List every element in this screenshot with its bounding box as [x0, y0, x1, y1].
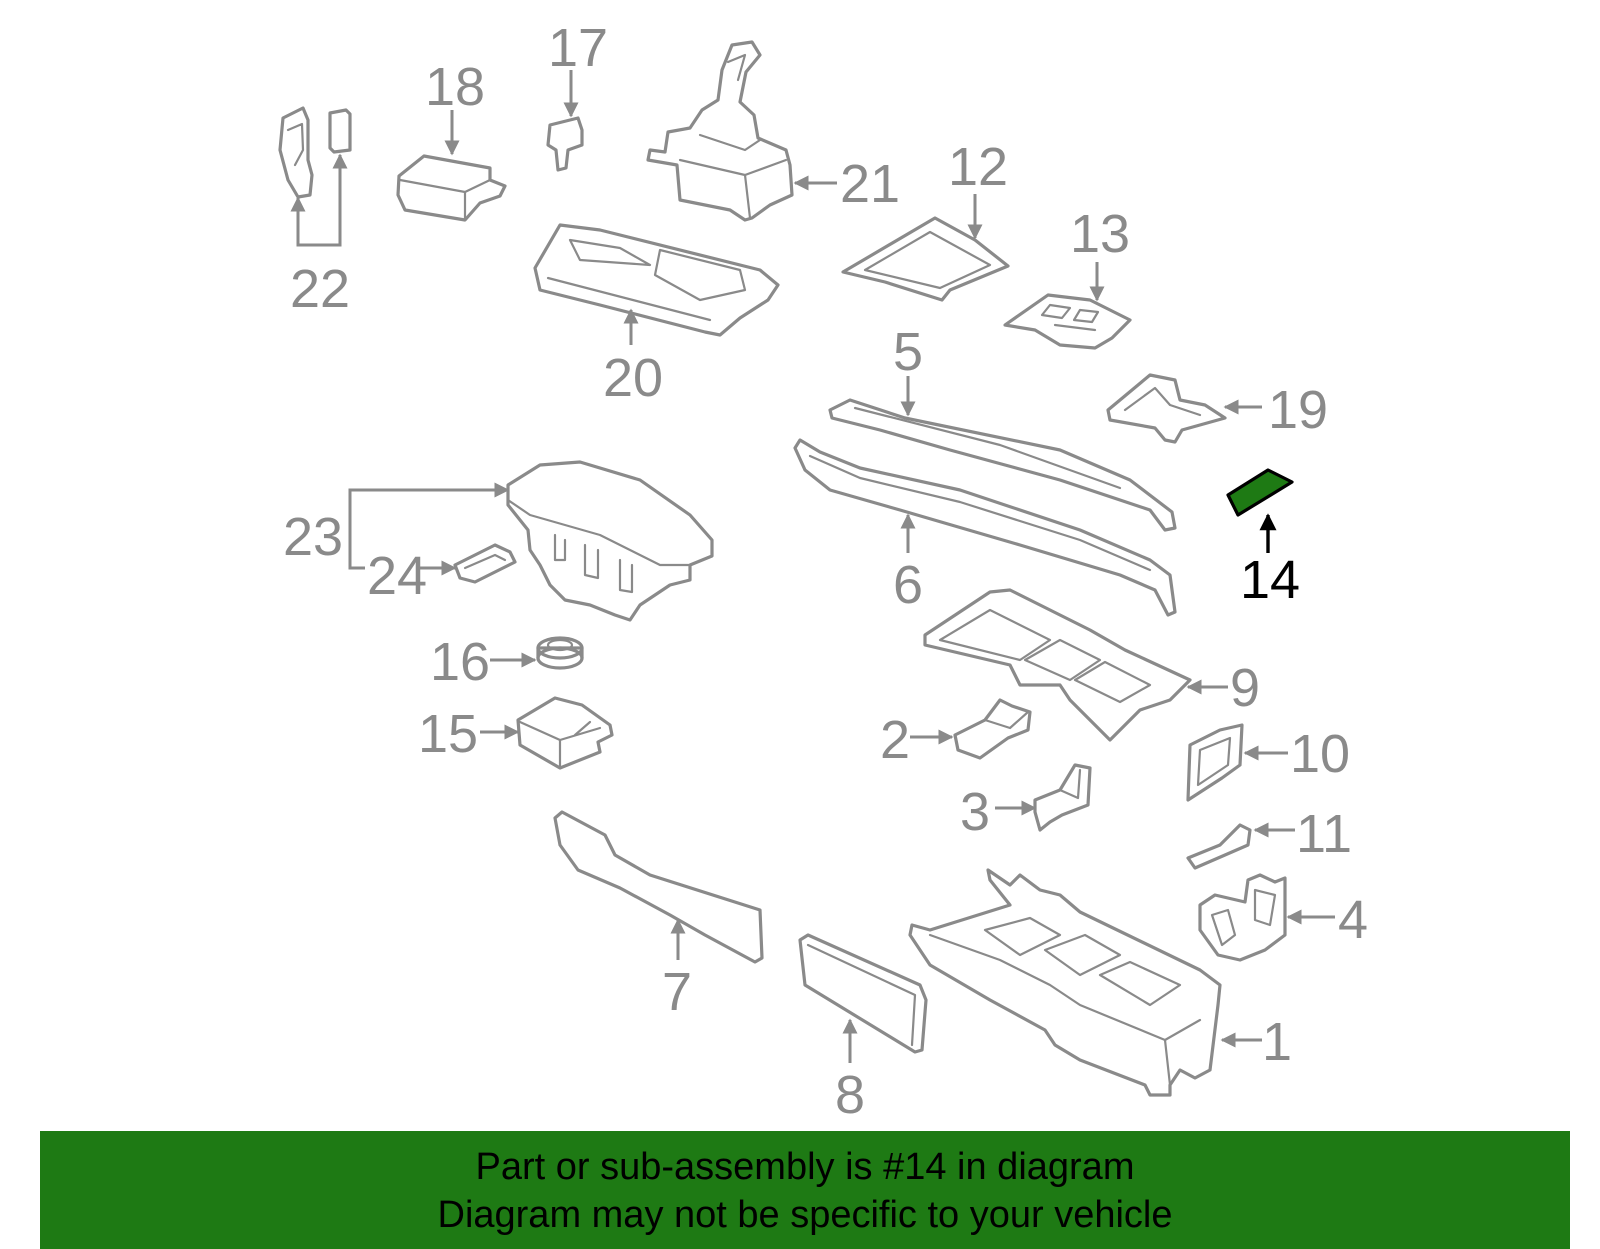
part-19-trim[interactable]	[1106, 373, 1227, 444]
callout-2-label: 2	[880, 710, 910, 770]
part-17-sensor[interactable]	[546, 116, 584, 172]
callout-4: 4	[1286, 890, 1368, 950]
part-15-module[interactable]	[516, 696, 614, 770]
callout-14-label: 14	[1240, 550, 1300, 610]
part-1-console-body[interactable]	[908, 868, 1222, 1097]
callout-10: 10	[1243, 724, 1350, 784]
part-3-bracket[interactable]	[1033, 763, 1092, 832]
part-12-tray[interactable]	[841, 216, 1010, 302]
callout-23: 23	[283, 482, 510, 570]
part-9-console-top[interactable]	[923, 588, 1192, 742]
callout-16: 16	[430, 632, 537, 692]
part-20-bezel[interactable]	[533, 223, 780, 337]
callout-13-label: 13	[1070, 204, 1130, 264]
callout-1-label: 1	[1262, 1012, 1292, 1072]
callout-19-label: 19	[1268, 380, 1328, 440]
callout-5-label: 5	[893, 322, 923, 382]
part-5-trim-strip[interactable]	[828, 398, 1177, 532]
callout-15-label: 15	[418, 704, 478, 764]
banner-line-part-number: Part or sub-assembly is #14 in diagram	[475, 1146, 1135, 1188]
callout-12-label: 12	[948, 137, 1008, 197]
part-18-module[interactable]	[396, 154, 507, 222]
callout-4-label: 4	[1338, 890, 1368, 950]
part-24-clip[interactable]	[453, 543, 517, 584]
part-11-bracket-strip[interactable]	[1186, 823, 1252, 870]
callout-8-label: 8	[835, 1065, 865, 1125]
part-10-side-panel[interactable]	[1186, 723, 1244, 802]
banner-line-disclaimer: Diagram may not be specific to your vehi…	[437, 1194, 1173, 1236]
callout-15: 15	[418, 704, 520, 764]
callout-24-label: 24	[367, 546, 427, 606]
part-4-bracket-assembly[interactable]	[1198, 873, 1287, 962]
parts-diagram: 22 18 17 21 20	[278, 18, 1368, 1125]
callout-7-label: 7	[662, 962, 692, 1022]
callout-16-label: 16	[430, 632, 490, 692]
callout-18-label: 18	[425, 57, 485, 117]
callout-12: 12	[948, 137, 1008, 240]
callout-20: 20	[603, 308, 663, 408]
callout-21-label: 21	[840, 154, 900, 214]
callout-5: 5	[893, 322, 923, 417]
part-21-gear-shifter[interactable]	[646, 40, 794, 222]
callout-23-label: 23	[283, 507, 343, 567]
part-14-highlighted[interactable]	[1226, 468, 1294, 517]
callout-22: 22	[290, 153, 350, 319]
callout-21: 21	[793, 154, 900, 214]
part-13-switch-panel[interactable]	[1003, 293, 1132, 350]
callout-6: 6	[893, 513, 923, 615]
part-7-side-panel[interactable]	[553, 810, 764, 964]
callout-18: 18	[425, 57, 485, 156]
callout-1: 1	[1220, 1012, 1292, 1072]
callout-17-label: 17	[548, 18, 608, 78]
callout-7: 7	[662, 918, 692, 1022]
part-23-armrest[interactable]	[506, 460, 714, 622]
callout-3-label: 3	[960, 782, 990, 842]
callout-8: 8	[835, 1018, 865, 1125]
callout-13: 13	[1070, 204, 1130, 302]
callout-11-label: 11	[1296, 804, 1352, 864]
callout-3: 3	[960, 782, 1037, 842]
callout-17: 17	[548, 18, 608, 118]
callout-22-label: 22	[290, 259, 350, 319]
callout-19: 19	[1223, 380, 1328, 440]
callout-6-label: 6	[893, 555, 923, 615]
callout-24: 24	[367, 546, 457, 606]
part-16-knob[interactable]	[536, 636, 584, 670]
callout-9-label: 9	[1230, 658, 1260, 718]
part-6-trim-strip[interactable]	[793, 438, 1177, 617]
callout-11: 11	[1253, 804, 1352, 864]
callout-2: 2	[880, 710, 954, 770]
callout-10-label: 10	[1290, 724, 1350, 784]
callout-9: 9	[1186, 658, 1260, 718]
info-banner: Part or sub-assembly is #14 in diagram D…	[40, 1131, 1570, 1249]
part-8-panel[interactable]	[798, 933, 928, 1054]
part-2-bracket[interactable]	[953, 698, 1032, 760]
callout-20-label: 20	[603, 348, 663, 408]
callout-14: 14	[1240, 513, 1300, 610]
